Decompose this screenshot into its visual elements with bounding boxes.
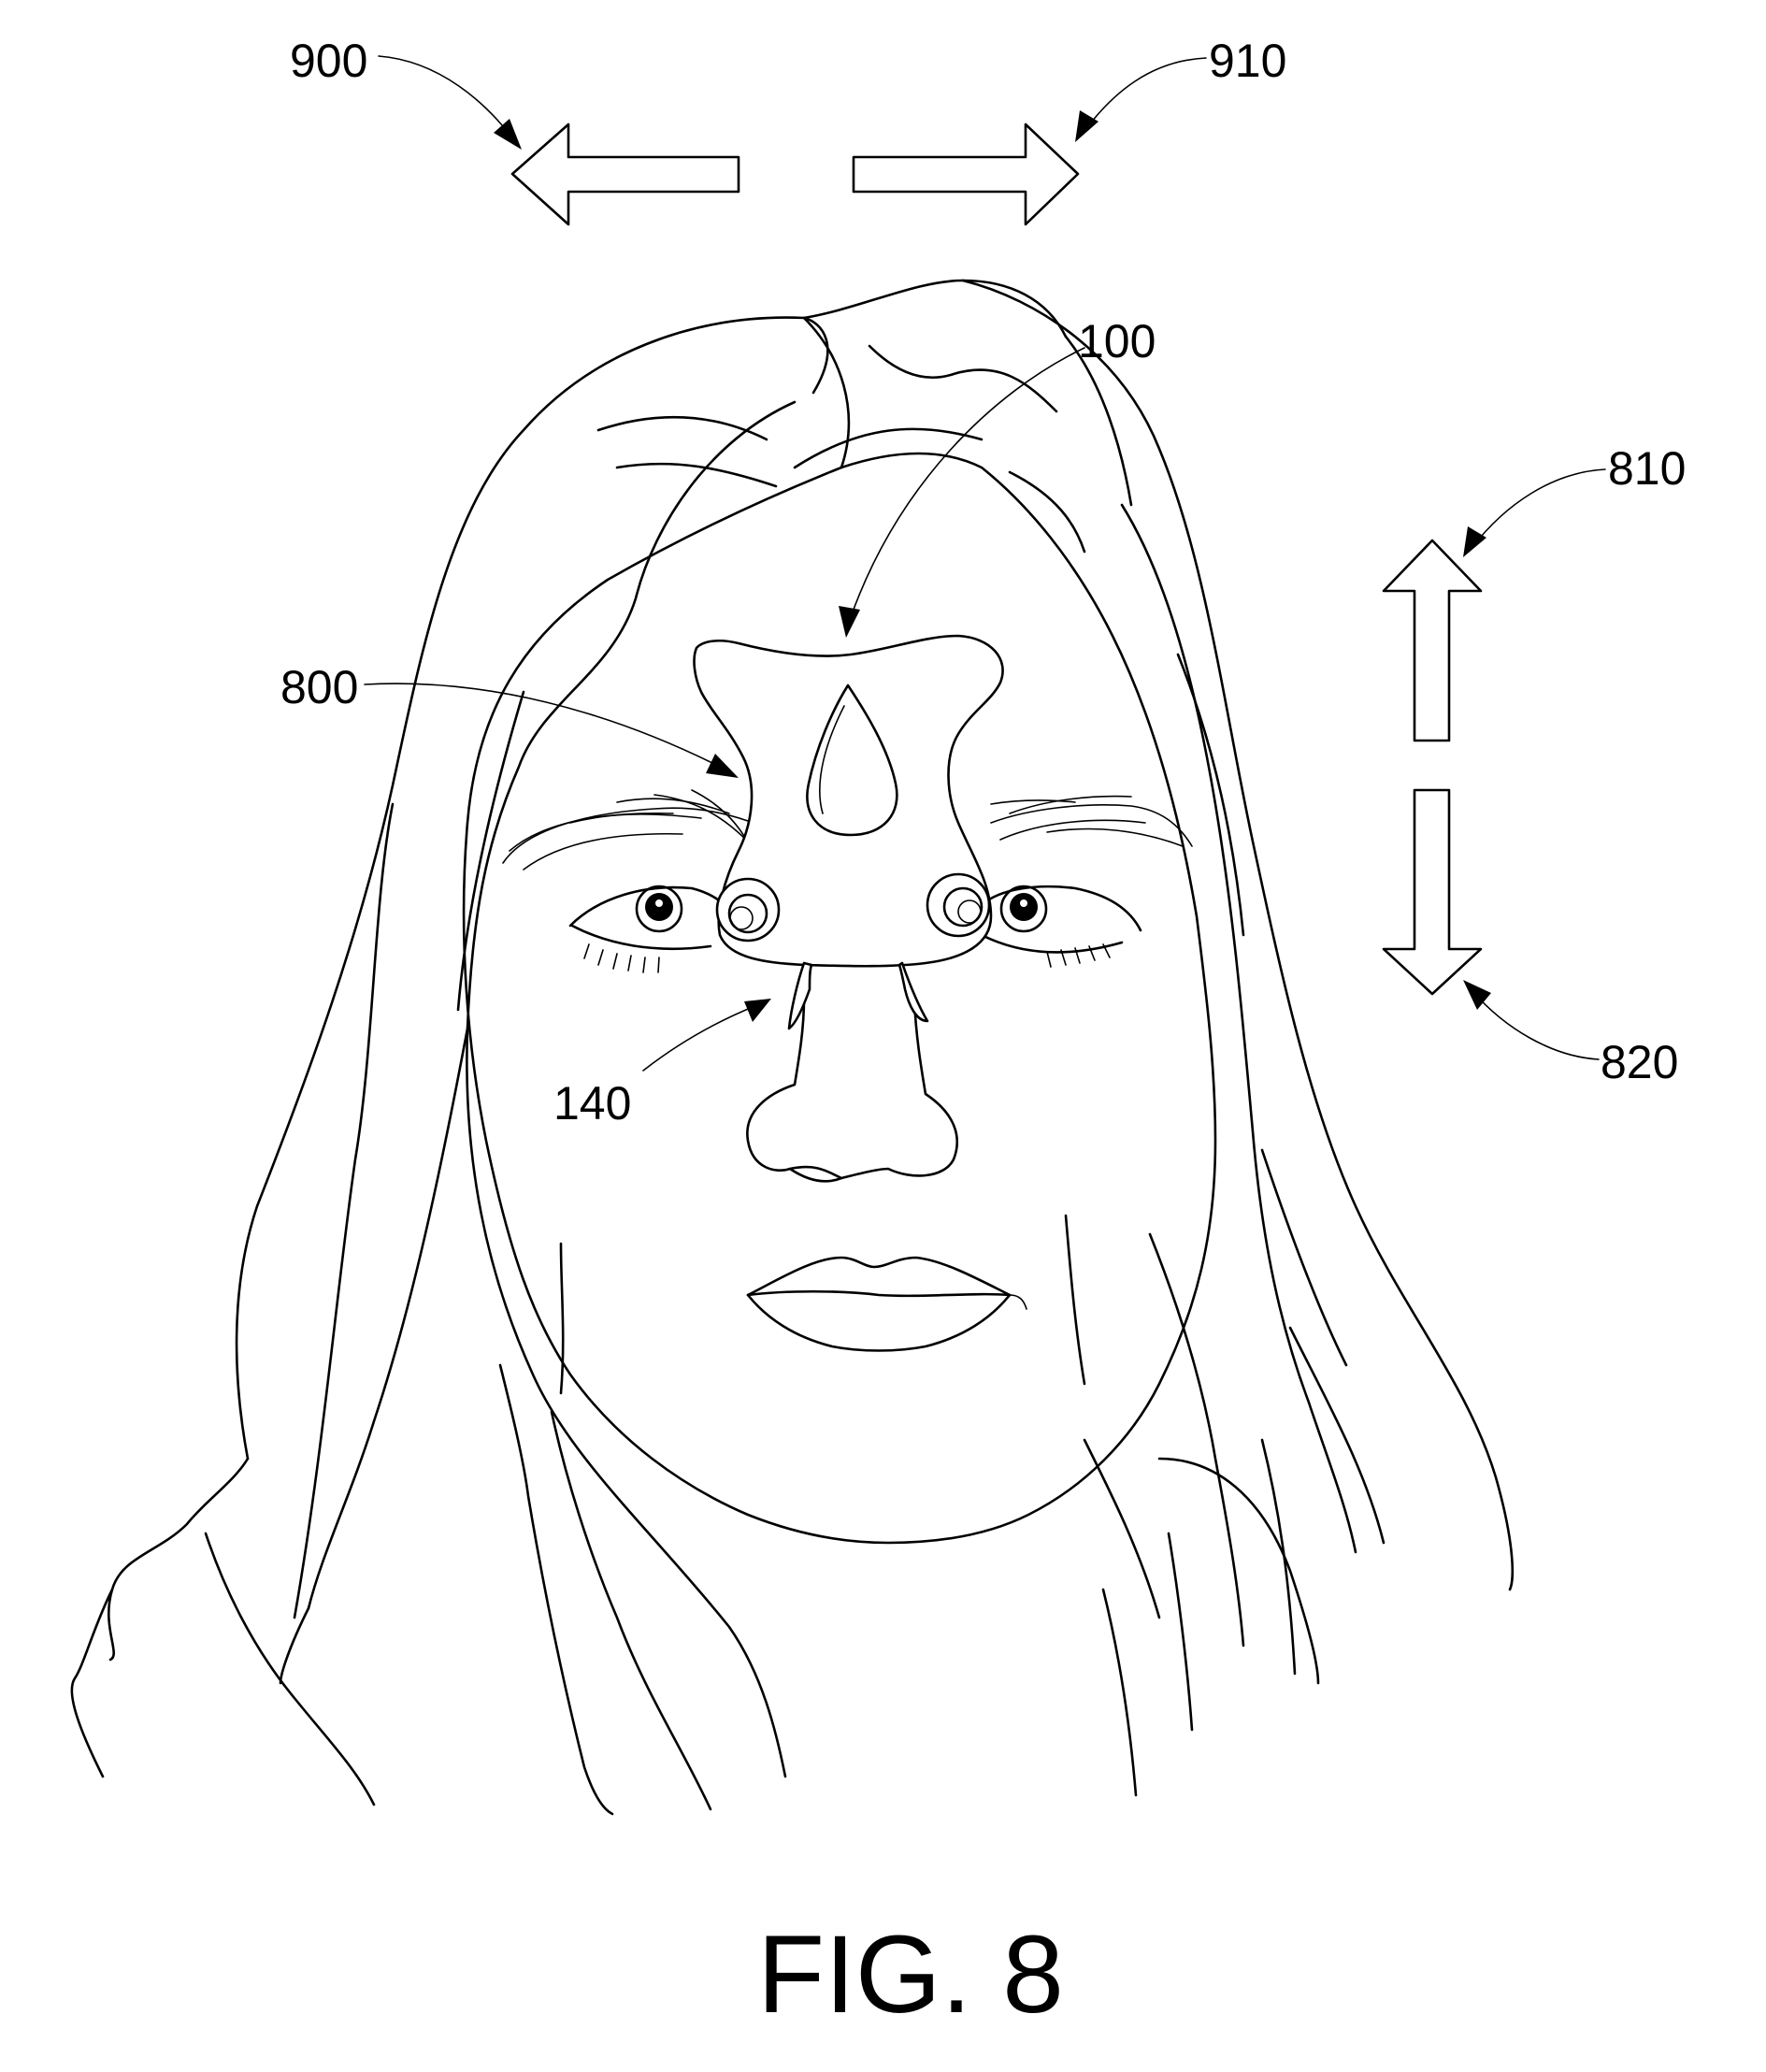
right-eye: [982, 886, 1141, 967]
label-800: 800: [280, 661, 358, 713]
label-810: 810: [1608, 442, 1686, 495]
down-arrow: [1384, 790, 1481, 994]
figure-caption: FIG. 8: [757, 1913, 1064, 2036]
label-900: 900: [290, 35, 367, 87]
up-arrow: [1384, 540, 1481, 741]
label-910: 910: [1209, 35, 1286, 87]
right-eyebrow: [991, 797, 1192, 846]
left-eyebrow: [503, 790, 753, 870]
hair: [72, 281, 1513, 1814]
nasal-device: [695, 636, 1003, 1029]
nose: [747, 999, 956, 1181]
label-140: 140: [553, 1077, 631, 1130]
left-eye: [570, 886, 729, 972]
right-arrow: [854, 124, 1078, 224]
label-820: 820: [1601, 1036, 1678, 1088]
label-100: 100: [1078, 315, 1156, 367]
left-arrow: [512, 124, 739, 224]
lips: [748, 1258, 1027, 1351]
face: [464, 453, 1215, 1543]
